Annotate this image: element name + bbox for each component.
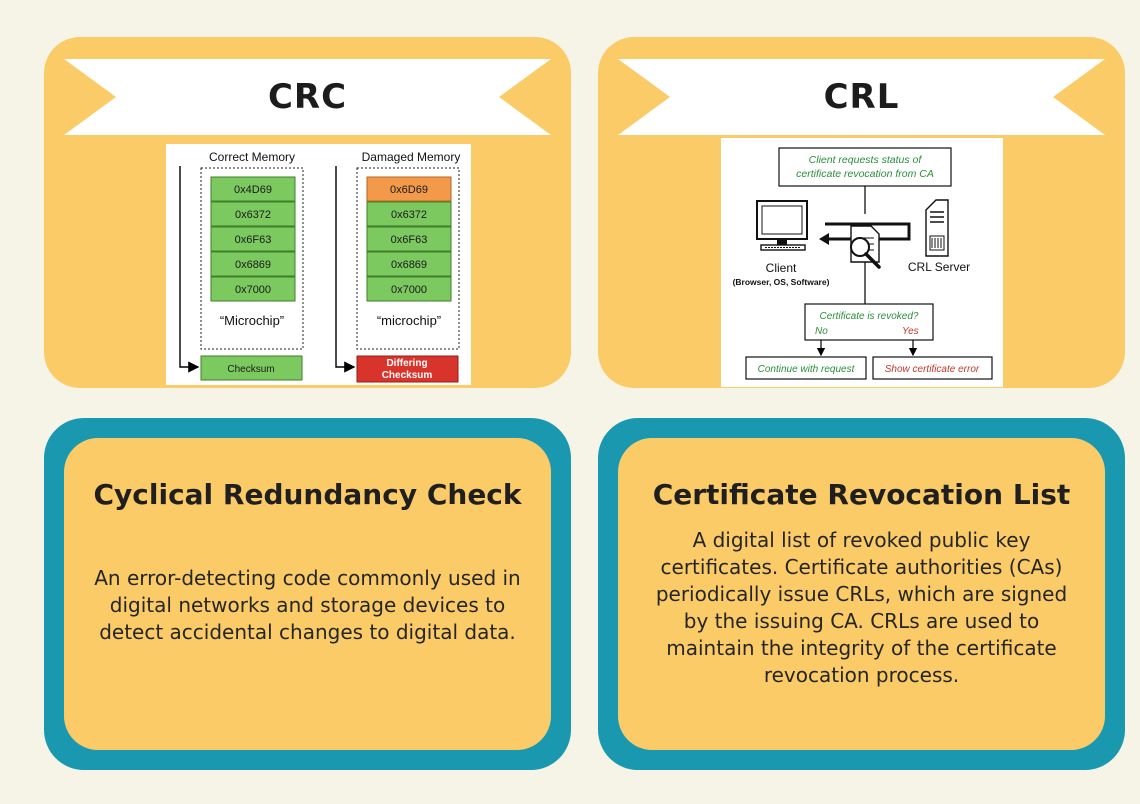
correct-memory-label: Correct Memory <box>209 150 295 164</box>
cell-text: 0x6F63 <box>235 234 272 246</box>
cell-text: 0x6372 <box>391 209 427 221</box>
cell-text: 0x6869 <box>235 259 271 271</box>
crc-definition-panel: Cyclical Redundancy Check An error-detec… <box>64 438 551 750</box>
damaged-memory-label: Damaged Memory <box>362 150 461 164</box>
server-label: CRL Server <box>908 260 970 274</box>
decision-no: No <box>815 326 828 337</box>
cell-text: 0x6D69 <box>390 184 428 196</box>
error-box <box>872 356 993 380</box>
crc-definition-title: Cyclical Redundancy Check <box>93 478 522 511</box>
decision-box <box>804 303 934 341</box>
request-text-2: certificate revocation from CA <box>796 168 934 180</box>
client-sub-label: (Browser, OS, Software) <box>733 277 830 287</box>
memory-cell <box>366 201 452 227</box>
checksum-label: Checksum <box>227 364 274 375</box>
crl-definition-card: Certificate Revocation List A digital li… <box>598 418 1125 770</box>
crl-definition-title: Certificate Revocation List <box>652 478 1071 511</box>
crl-ribbon-banner: CRL <box>618 59 1105 135</box>
differing-arrow <box>335 166 356 373</box>
memory-cell <box>210 226 296 252</box>
memory-cell <box>210 201 296 227</box>
return-arrowhead <box>819 233 829 245</box>
request-box <box>778 147 952 187</box>
correct-cells: 0x4D69 0x6372 0x6F63 0x6869 0x7000 <box>210 176 296 302</box>
differing-checksum-box <box>356 355 459 383</box>
memory-cell <box>366 276 452 302</box>
crc-ribbon-banner: CRC <box>64 59 551 135</box>
damaged-cells: 0x6D69 0x6372 0x6F63 0x6869 0x7000 <box>366 176 452 302</box>
correct-caption: “Microchip” <box>220 313 284 328</box>
memory-cell <box>210 176 296 202</box>
crc-definition-body: An error-detecting code commonly used in… <box>94 566 521 644</box>
checksum-arrow <box>179 166 200 373</box>
continue-label: Continue with request <box>758 364 856 375</box>
crl-definition-body: A digital list of revoked public key cer… <box>655 528 1068 687</box>
damaged-caption: “microchip” <box>377 313 441 328</box>
client-label: Client <box>766 261 797 275</box>
crl-definition-panel: Certificate Revocation List A digital li… <box>618 438 1105 750</box>
memory-cell <box>366 226 452 252</box>
client-computer-icon <box>756 200 808 251</box>
crc-diagram: Correct Memory Damaged Memory 0x4D69 0x6… <box>166 144 471 385</box>
damaged-memory-box <box>356 167 460 350</box>
checksum-box <box>200 355 303 381</box>
continue-box <box>745 356 867 380</box>
cell-text: 0x7000 <box>391 284 427 296</box>
cell-text: 0x4D69 <box>234 184 272 196</box>
request-text-1: Client requests status of <box>809 154 923 166</box>
differing-label-2: Checksum <box>382 370 433 381</box>
crl-card: CRL Client requests status of certificat… <box>598 37 1125 388</box>
memory-cell <box>366 251 452 277</box>
cell-text: 0x6372 <box>235 209 271 221</box>
decision-yes: Yes <box>902 326 919 337</box>
magnifier-icon <box>850 237 881 269</box>
crc-title: CRC <box>267 77 348 117</box>
crl-title: CRL <box>823 77 900 117</box>
crc-definition-card: Cyclical Redundancy Check An error-detec… <box>44 418 571 770</box>
cell-text: 0x6F63 <box>391 234 428 246</box>
crl-diagram: Client requests status of certificate re… <box>721 138 1003 387</box>
crc-card: CRC Correct Memory Damaged Memory 0x <box>44 37 571 388</box>
differing-label-1: Differing <box>386 358 427 369</box>
error-label: Show certificate error <box>885 364 980 375</box>
memory-cell <box>210 276 296 302</box>
decision-question: Certificate is revoked? <box>820 311 919 322</box>
crl-server-icon <box>925 199 949 257</box>
cell-text: 0x7000 <box>235 284 271 296</box>
memory-cell <box>210 251 296 277</box>
cell-text: 0x6869 <box>391 259 427 271</box>
memory-cell-damaged <box>366 176 452 202</box>
correct-memory-box <box>200 167 304 350</box>
